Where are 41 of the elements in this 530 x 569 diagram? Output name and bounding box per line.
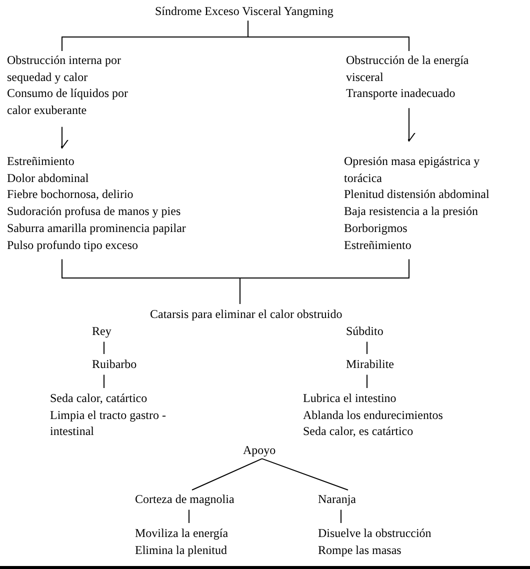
connector-line [240, 258, 410, 304]
connector-line [262, 458, 348, 490]
text-item: Disuelve la obstrucción [318, 525, 432, 542]
text-item: Catarsis para eliminar el calor obstruido [150, 306, 342, 323]
text-item: Naranja [318, 491, 356, 508]
text-item: Rey [92, 323, 112, 340]
connector-line [366, 374, 368, 388]
text-item: Consumo de líquidos por calor exuberante [7, 85, 130, 119]
text-item: Súbdito [346, 323, 384, 340]
connector-line [188, 509, 190, 524]
text-item: Apoyo [243, 442, 276, 459]
text-item: Obstrucción de la energía visceral [346, 52, 470, 86]
text-item: Saburra amarilla prominencia papilar [7, 220, 186, 237]
text-item: Estreñimiento [7, 153, 74, 170]
text-item: Obstrucción interna por sequedad y calor [7, 52, 122, 86]
text-item: Síndrome Exceso Visceral Yangming [155, 3, 334, 20]
text-item: Limpia el tracto gastro - intestinal [50, 406, 167, 440]
text-item: Sudoración profusa de manos y pies [7, 203, 181, 220]
text-item: Elimina la plenitud [135, 542, 227, 558]
connector-line [366, 341, 368, 354]
text-item: Plenitud distensión abdominal [344, 186, 490, 204]
text-item: Estreñimiento [344, 236, 412, 254]
text-item: Corteza de magnolia [135, 491, 234, 508]
text-item: Borborigmos [344, 220, 408, 237]
text-item: Seda calor, es catártico [303, 423, 414, 440]
text-item: Transporte inadecuado [346, 85, 456, 102]
text-item: Rompe las masas [318, 542, 402, 558]
text-item: Ruibarbo [92, 356, 137, 373]
text-item: Seda calor, catártico [50, 390, 148, 407]
text-item: Baja resistencia a la presión [344, 203, 478, 220]
text-item: Fiebre bochornosa, delirio [7, 186, 134, 204]
text-item: Opresión masa epigástrica y torácica [344, 153, 481, 186]
text-item: Ablanda los endurecimientos [303, 406, 443, 424]
text-item: Mirabilite [346, 356, 394, 373]
text-item: Lubrica el intestino [303, 390, 396, 407]
connector-line [248, 20, 410, 52]
text-item: Pulso profundo tipo exceso [7, 236, 138, 254]
connector-line [340, 509, 342, 524]
connector-line [192, 458, 262, 490]
text-item: Moviliza la energía [135, 525, 228, 542]
text-item: Dolor abdominal [7, 170, 89, 186]
